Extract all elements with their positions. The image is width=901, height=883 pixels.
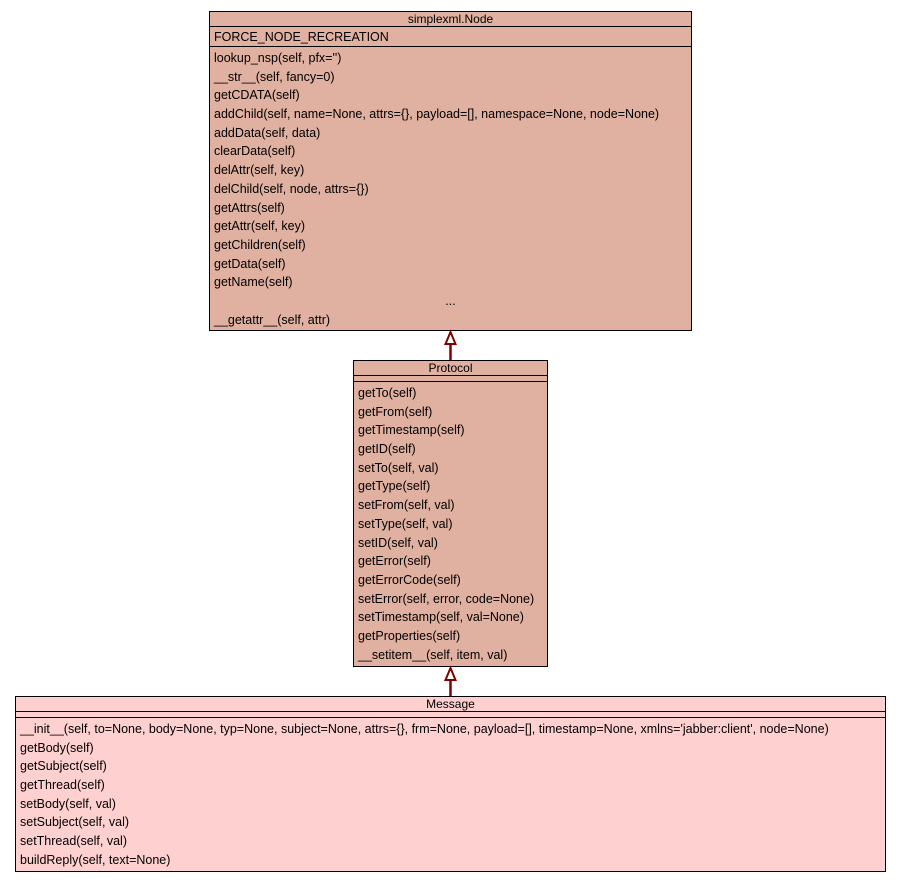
method: getSubject(self) [20,759,107,774]
attribute-section: FORCE_NODE_RECREATION [210,27,691,47]
method-section: getTo(self) getFrom(self) getTimestamp(s… [354,382,547,664]
class-simplexml-node: simplexml.Node FORCE_NODE_RECREATION loo… [209,11,692,331]
inheritance-arrow-message-to-protocol [444,665,457,696]
method: getError(self) [358,554,431,569]
inheritance-arrow-protocol-to-node [444,329,457,360]
method: getBody(self) [20,740,94,755]
method-section: lookup_nsp(self, pfx='') __str__(self, f… [210,47,691,329]
method: getAttrs(self) [214,200,285,215]
method: setID(self, val) [358,535,438,550]
method: getThread(self) [20,778,105,793]
method: setBody(self, val) [20,796,116,811]
class-message: Message __init__(self, to=None, body=Non… [15,696,886,872]
attribute-section [16,712,885,718]
class-name: simplexml.Node [210,12,691,27]
method: setSubject(self, val) [20,815,130,830]
method: getTo(self) [358,386,417,400]
method: buildReply(self, text=None) [20,852,171,867]
method: addChild(self, name=None, attrs={}, payl… [214,107,660,122]
method: clearData(self) [214,144,296,159]
method: __setitem__(self, item, val) [358,647,508,662]
method: setTo(self, val) [358,460,439,475]
method: setFrom(self, val) [358,498,455,513]
class-name: Message [16,697,885,712]
method: getTimestamp(self) [358,423,465,438]
method: setTimestamp(self, val=None) [358,610,524,625]
method: getCDATA(self) [214,88,300,103]
method-ellipsis: ... [445,293,456,308]
method: getChildren(self) [214,237,306,252]
method: lookup_nsp(self, pfx='') [214,51,342,65]
method: getType(self) [358,479,431,494]
method: getID(self) [358,442,416,457]
class-name: Protocol [354,361,547,376]
method: getData(self) [214,256,286,271]
method: __getattr__(self, attr) [214,312,331,327]
method: getFrom(self) [358,404,433,419]
method: getErrorCode(self) [358,572,461,587]
method: __init__(self, to=None, body=None, typ=N… [20,722,829,736]
method: __str__(self, fancy=0) [214,69,335,84]
method: setError(self, error, code=None) [358,591,535,606]
class-protocol: Protocol getTo(self) getFrom(self) getTi… [353,360,548,667]
method: setType(self, val) [358,516,453,531]
method: getAttr(self, key) [214,219,305,234]
method: delChild(self, node, attrs={}) [214,181,369,196]
method: delAttr(self, key) [214,163,305,178]
method-section: __init__(self, to=None, body=None, typ=N… [16,718,885,870]
attribute: FORCE_NODE_RECREATION [214,30,389,44]
method: getName(self) [214,275,293,290]
method: getProperties(self) [358,628,461,643]
attribute-section [354,376,547,382]
method: setThread(self, val) [20,834,127,849]
method: addData(self, data) [214,125,321,140]
